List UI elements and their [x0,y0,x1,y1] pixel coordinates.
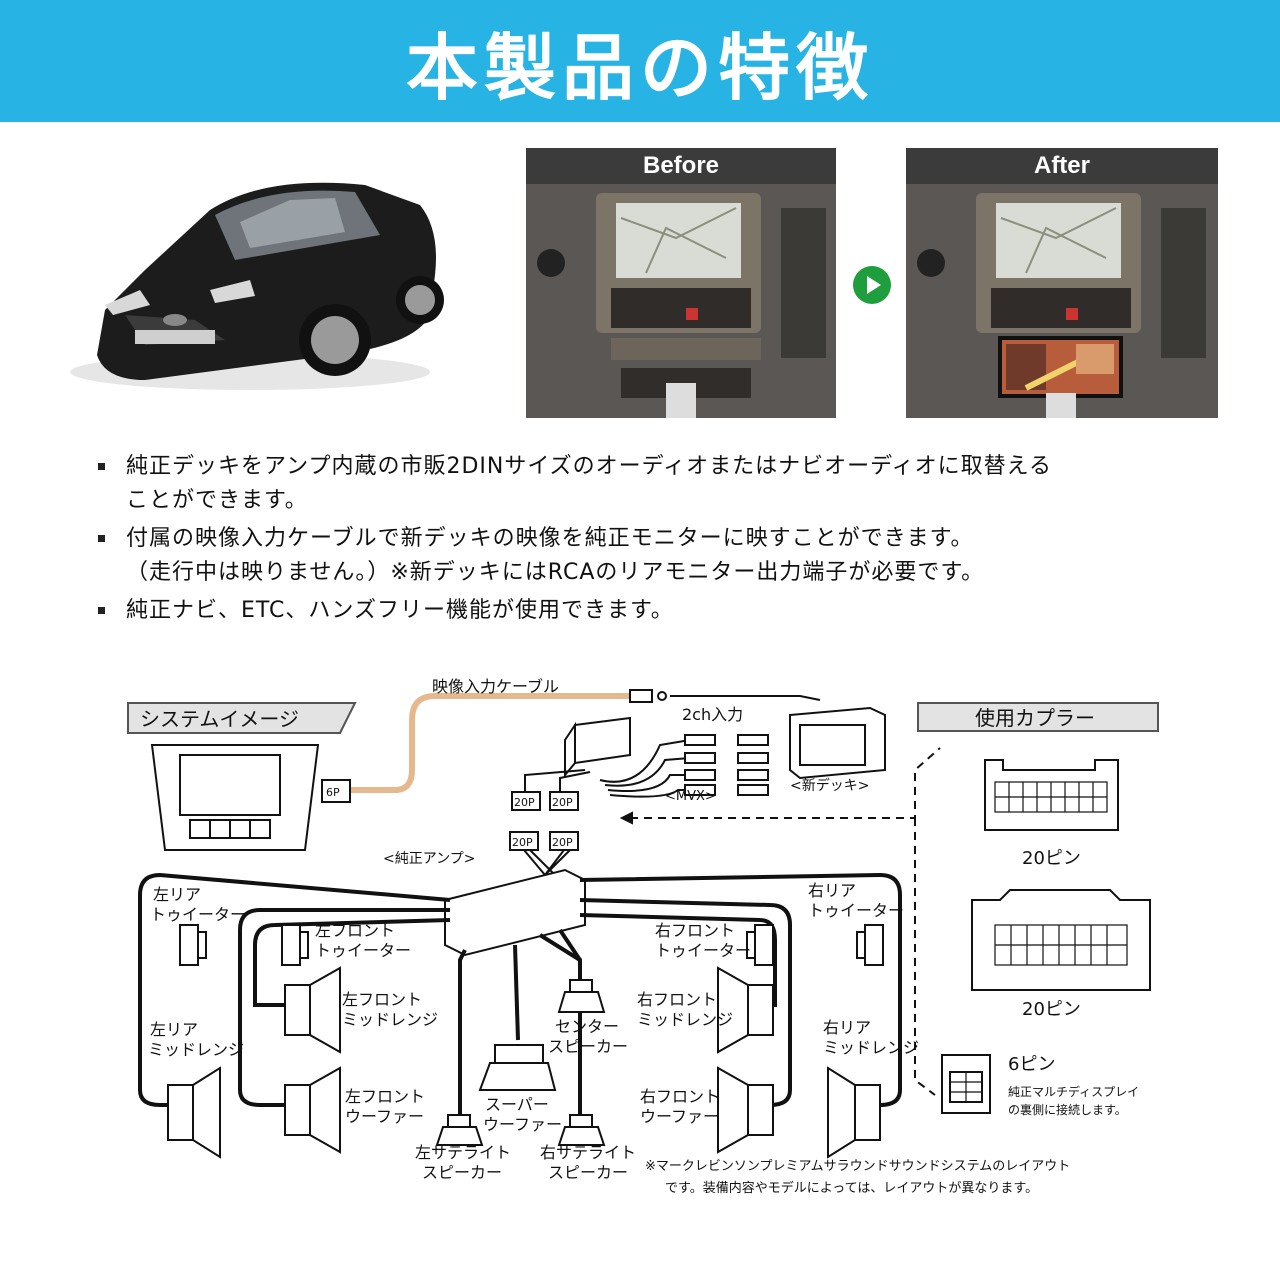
plug-20p-label: 20P [552,836,573,849]
amp-label: <純正アンプ> [383,851,475,867]
cable-label: 映像入力ケーブル [432,677,559,696]
after-label: After [906,148,1218,184]
speaker-label: ミッドレンジ [823,1038,919,1057]
list-item: 純正デッキをアンプ内蔵の市販2DINサイズのオーディオまたはナビオーディオに取替… [96,450,1206,518]
speaker-label: 左リア [153,885,201,904]
speaker-label: ウーファー [345,1107,424,1126]
feature-list: 純正デッキをアンプ内蔵の市販2DINサイズのオーディオまたはナビオーディオに取替… [96,450,1206,632]
footnote: です。装備内容やモデルによっては、レイアウトが異なります。 [665,1180,1038,1196]
speaker-label: トゥイーター [655,941,751,960]
list-item: 純正ナビ、ETC、ハンズフリー機能が使用できます。 [96,594,1206,628]
plug-6p-label: 6P [326,786,340,799]
coupler-20pin-label: 20ピン [1022,999,1081,1020]
plug-20p-label: 20P [514,796,535,809]
speaker-label: トゥイーター [150,905,246,924]
speaker-label: トゥイーター [315,941,411,960]
coupler-6pin-note: の裏側に接続します。 [1008,1102,1127,1117]
before-dashboard-image [526,148,836,418]
page-title: 本製品の特徴 [405,25,874,110]
new-deck-label: <新デッキ> [790,777,869,794]
speaker-label: ミッドレンジ [342,1010,438,1029]
speaker-label: スーパー [485,1095,549,1114]
coupler-6pin-note: 純正マルチディスプレイ [1008,1084,1139,1099]
system-image-title: システムイメージ [140,707,299,731]
plug-20p-label: 20P [552,796,573,809]
list-item: 付属の映像入力ケーブルで新デッキの映像を純正モニターに映すことができます。 （走… [96,522,1206,590]
speaker-label: 左フロント [342,990,422,1009]
speaker-label: ウーファー [483,1115,562,1134]
bullet-icon [98,607,105,614]
plug-20p-label: 20P [512,836,533,849]
speaker-label: ミッドレンジ [637,1010,733,1029]
speaker-label: 右フロント [655,921,735,940]
input-label: 2ch入力 [682,705,743,724]
speaker-label: 右リア [823,1018,871,1037]
mvx-label: <MVX> [665,789,716,804]
after-panel: After [906,148,1218,418]
speaker-label: 左サテライト [415,1143,511,1162]
speaker-label: 左リア [150,1020,198,1039]
bullet-icon [98,463,105,470]
play-arrow-icon [853,266,891,304]
speaker-label: スピーカー [422,1163,502,1182]
before-label: Before [526,148,836,184]
speaker-label: 右サテライト [540,1143,636,1162]
bullet-icon [98,535,105,542]
system-diagram: システムイメージ 使用カプラー 映像入力ケーブル 2ch入力 <MVX> <新デ… [127,677,1159,1196]
coupler-title: 使用カプラー [975,706,1095,730]
speaker-label: スピーカー [548,1037,628,1056]
speaker-label: 右リア [808,881,856,900]
speaker-label: 右フロント [640,1087,720,1106]
speaker-label: 左フロント [345,1087,425,1106]
after-dashboard-image [906,148,1218,418]
footnote: ※マークレビンソンプレミアムサラウンドサウンドシステムのレイアウト [645,1159,1070,1174]
coupler-6pin-label: 6ピン [1008,1054,1055,1075]
speaker-label: センター [555,1017,619,1036]
speaker-label: トゥイーター [808,901,904,920]
car-photo [35,140,475,425]
speaker-label: 左フロント [315,921,395,940]
header-banner: 本製品の特徴 [0,0,1280,122]
speaker-label: 右フロント [637,990,717,1009]
speaker-label: ミッドレンジ [148,1040,244,1059]
coupler-20pin-label: 20ピン [1022,848,1081,869]
speaker-label: ウーファー [640,1107,719,1126]
before-panel: Before [526,148,836,418]
speaker-label: スピーカー [548,1163,628,1182]
